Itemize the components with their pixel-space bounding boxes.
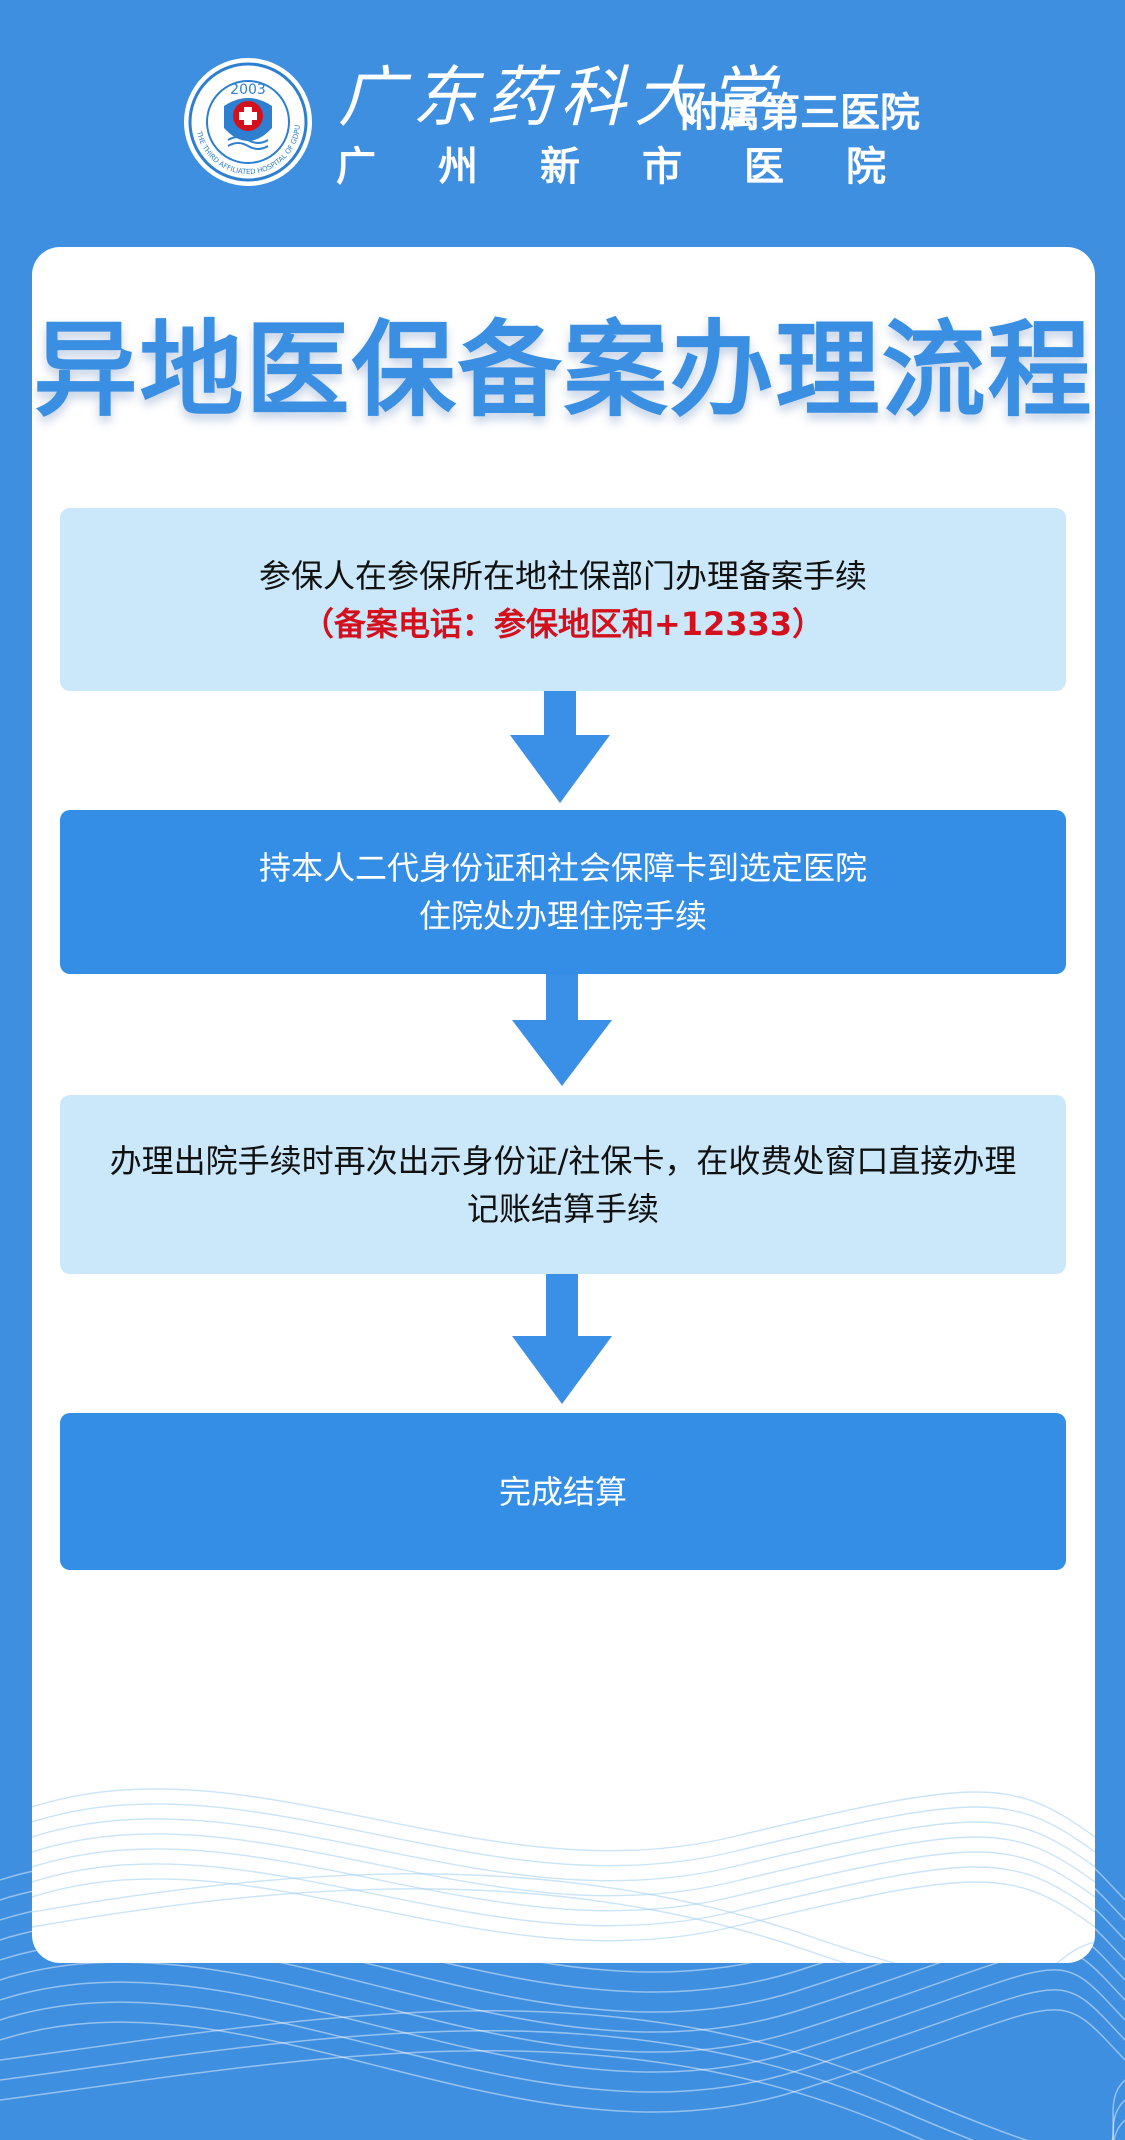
step-3-text: 办理出院手续时再次出示身份证/社保卡，在收费处窗口直接办理记账结算手续 (109, 1141, 1017, 1228)
hospital-logo-icon: 2003 THE THIRD AFFILIATED HOSPITAL OF GD… (180, 54, 316, 190)
brand-sub: 广州新市医院 (336, 144, 948, 190)
card-waves (32, 1788, 1095, 1963)
brand-script: 广东药科大学 (338, 59, 782, 136)
step-4-text: 完成结算 (498, 1472, 627, 1511)
arrow-down-icon (510, 691, 610, 803)
svg-text:2003: 2003 (230, 82, 266, 98)
step-1-note: （备案电话：参保地区和+12333） (301, 604, 825, 643)
step-2-box: 持本人二代身份证和社会保障卡到选定医院 住院处办理住院手续 (60, 810, 1066, 974)
step-2-text-line1: 持本人二代身份证和社会保障卡到选定医院 (258, 849, 867, 887)
step-3-box: 办理出院手续时再次出示身份证/社保卡，在收费处窗口直接办理记账结算手续 (60, 1095, 1066, 1274)
step-1-text: 参保人在参保所在地社保部门办理备案手续 (258, 556, 867, 595)
arrow-down-icon (512, 974, 612, 1086)
header: 2003 THE THIRD AFFILIATED HOSPITAL OF GD… (0, 0, 1125, 240)
brand-suffix: 附属第三医院 (680, 90, 920, 136)
arrow-down-icon (512, 1274, 612, 1404)
step-4-box: 完成结算 (60, 1413, 1066, 1570)
step-1-box: 参保人在参保所在地社保部门办理备案手续 （备案电话：参保地区和+12333） (60, 508, 1066, 691)
page-title: 异地医保备案办理流程 (33, 309, 1094, 431)
content-card: 异地医保备案办理流程 参保人在参保所在地社保部门办理备案手续 （备案电话：参保地… (32, 247, 1095, 1963)
step-2-text-line2: 住院处办理住院手续 (418, 897, 707, 935)
